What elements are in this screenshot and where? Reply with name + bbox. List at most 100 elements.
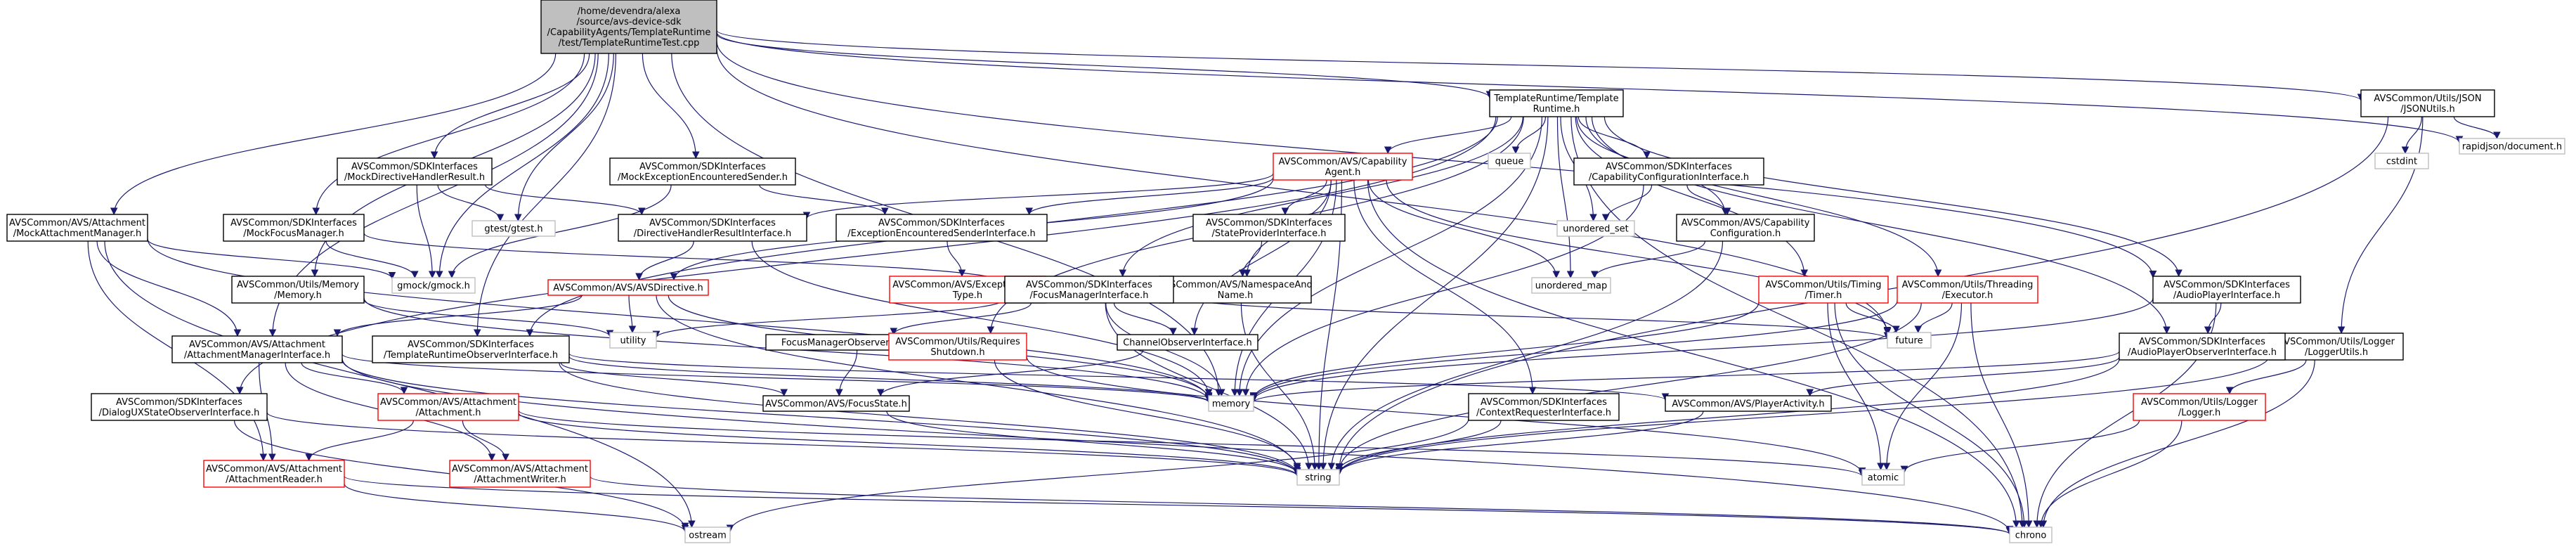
node-attachment[interactable]: AVSCommon/AVS/Attachment/Attachment.h bbox=[377, 393, 519, 421]
node-label-mockExceptionSender-0: AVSCommon/SDKInterfaces bbox=[639, 162, 766, 172]
node-attachmentManagerInterface[interactable]: AVSCommon/AVS/Attachment/AttachmentManag… bbox=[171, 335, 343, 363]
node-stateProviderInterface[interactable]: AVSCommon/SDKInterfaces/StateProviderInt… bbox=[1192, 214, 1346, 242]
node-label-timer-1: /Timer.h bbox=[1805, 290, 1842, 301]
node-box-avsDirective bbox=[547, 279, 709, 296]
node-directiveHandlerResultInterface[interactable]: AVSCommon/SDKInterfaces/DirectiveHandler… bbox=[618, 214, 807, 242]
node-label-contextRequesterInterface-0: AVSCommon/SDKInterfaces bbox=[1481, 397, 1607, 408]
node-label-unorderedMap-0: unordered_map bbox=[1535, 281, 1608, 292]
node-gtest: gtest/gtest.h bbox=[471, 220, 556, 237]
node-channelObserverInterface[interactable]: ChannelObserverInterface.h bbox=[1117, 334, 1258, 351]
node-box-requiresShutdown bbox=[888, 332, 1027, 361]
edge-jsonUtils-to-rapidjson bbox=[2453, 116, 2501, 140]
node-focusManagerInterface[interactable]: AVSCommon/SDKInterfaces/FocusManagerInte… bbox=[1004, 276, 1174, 304]
node-audioPlayerInterface[interactable]: AVSCommon/SDKInterfaces/AudioPlayerInter… bbox=[2152, 276, 2301, 304]
node-label-focusManagerInterface-1: /FocusManagerInterface.h bbox=[1029, 290, 1148, 301]
edge-root-to-mockAttachmentManager bbox=[110, 53, 557, 216]
node-templateRuntime[interactable]: TemplateRuntime/TemplateRuntime.h bbox=[1489, 89, 1624, 117]
node-templateRuntimeObserverInterface[interactable]: AVSCommon/SDKInterfaces/TemplateRuntimeO… bbox=[372, 335, 570, 363]
edge-attachment-to-atomic bbox=[518, 410, 1866, 477]
node-box-focusManagerInterface bbox=[1004, 276, 1174, 304]
node-mockFocusManager[interactable]: AVSCommon/SDKInterfaces/MockFocusManager… bbox=[223, 214, 365, 242]
node-mockExceptionSender[interactable]: AVSCommon/SDKInterfaces/MockExceptionEnc… bbox=[609, 157, 796, 186]
node-box-attachmentWriter bbox=[449, 460, 591, 488]
edge-logger-to-atomic bbox=[1900, 420, 2140, 474]
node-capabilityConfigurationInterface[interactable]: AVSCommon/SDKInterfaces/CapabilityConfig… bbox=[1573, 157, 1764, 186]
edge-capabilityAgent-to-chrono bbox=[1367, 179, 2020, 529]
node-atomic: atomic bbox=[1861, 469, 1905, 486]
node-box-logger bbox=[2133, 393, 2266, 421]
node-timer[interactable]: AVSCommon/Utils/Timing/Timer.h bbox=[1758, 276, 1889, 304]
node-label-capabilityAgent-0: AVSCommon/AVS/Capability bbox=[1279, 157, 1407, 167]
edge-directiveHandlerResultInterface-to-memory bbox=[751, 240, 1213, 397]
node-logger[interactable]: AVSCommon/Utils/Logger/Logger.h bbox=[2133, 393, 2266, 421]
node-box-root bbox=[540, 0, 717, 54]
edge-dialogUXStateObserverInterface-to-string bbox=[266, 412, 1301, 477]
node-label-mockAttachmentManager-0: AVSCommon/AVS/Attachment bbox=[9, 218, 145, 228]
node-label-mockDirectiveHandlerResult-0: AVSCommon/SDKInterfaces bbox=[351, 162, 478, 172]
edge-capabilityAgent-to-exceptionSenderInterface bbox=[1025, 176, 1274, 216]
node-root[interactable]: /home/devendra/alexa/source/avs-device-s… bbox=[540, 0, 717, 54]
edge-loggerUtils-to-string bbox=[1335, 355, 2270, 476]
edge-mockAttachmentManager-to-memory bbox=[147, 238, 1213, 401]
edge-capabilityConfiguration-to-string bbox=[1327, 240, 1724, 471]
edge-mockExceptionSender-to-gmock bbox=[448, 184, 672, 279]
node-label-mockFocusManager-1: /MockFocusManager.h bbox=[243, 228, 344, 239]
edge-utilsMemory-to-utility bbox=[363, 299, 614, 338]
node-label-directiveHandlerResultInterface-0: AVSCommon/SDKInterfaces bbox=[649, 218, 776, 228]
node-box-atomic bbox=[1861, 469, 1905, 486]
node-label-avsDirective-0: AVSCommon/AVS/AVSDirective.h bbox=[553, 283, 703, 294]
edge-attachmentManagerInterface-to-string bbox=[341, 359, 1301, 476]
node-playerActivity[interactable]: AVSCommon/AVS/PlayerActivity.h bbox=[1665, 395, 1832, 412]
node-chrono: chrono bbox=[2009, 527, 2053, 543]
node-label-cstdint-0: cstdint bbox=[2386, 157, 2417, 167]
node-label-audioPlayerObserverInterface-0: AVSCommon/SDKInterfaces bbox=[2139, 337, 2265, 347]
node-label-mockExceptionSender-1: /MockExceptionEncounteredSender.h bbox=[618, 172, 788, 183]
node-utilsMemory[interactable]: AVSCommon/Utils/Memory/Memory.h bbox=[231, 276, 365, 304]
node-label-namespaceAndName-0: AVSCommon/AVS/NamespaceAnd bbox=[1158, 280, 1313, 290]
edge-root-to-rapidjson bbox=[716, 32, 2464, 144]
node-attachmentReader[interactable]: AVSCommon/AVS/Attachment/AttachmentReade… bbox=[203, 460, 345, 488]
edge-timer-to-memory bbox=[1249, 302, 1759, 400]
node-label-requiresShutdown-0: AVSCommon/Utils/Requires bbox=[895, 337, 1020, 347]
node-box-exceptionSenderInterface bbox=[835, 214, 1048, 242]
node-mockDirectiveHandlerResult[interactable]: AVSCommon/SDKInterfaces/MockDirectiveHan… bbox=[337, 157, 493, 186]
node-label-logger-0: AVSCommon/Utils/Logger bbox=[2141, 397, 2258, 408]
node-label-string-0: string bbox=[1305, 473, 1331, 484]
node-box-mockDirectiveHandlerResult bbox=[337, 157, 493, 186]
node-label-attachmentManagerInterface-0: AVSCommon/AVS/Attachment bbox=[189, 340, 325, 350]
node-loggerUtils[interactable]: AVSCommon/Utils/Logger/LoggerUtils.h bbox=[2269, 332, 2404, 361]
edge-timer-to-chrono bbox=[1834, 302, 2029, 529]
node-label-atomic-0: atomic bbox=[1868, 473, 1899, 484]
node-box-utility bbox=[609, 332, 657, 349]
node-exceptionSenderInterface[interactable]: AVSCommon/SDKInterfaces/ExceptionEncount… bbox=[835, 214, 1048, 242]
edge-templateRuntimeObserverInterface-to-playerActivity bbox=[568, 353, 1669, 401]
node-box-ostream bbox=[684, 527, 731, 543]
node-label-memory-0: memory bbox=[1212, 399, 1251, 410]
edge-jsonUtils-to-cstdint bbox=[2401, 116, 2422, 155]
node-contextRequesterInterface[interactable]: AVSCommon/SDKInterfaces/ContextRequester… bbox=[1468, 393, 1620, 421]
node-jsonUtils[interactable]: AVSCommon/Utils/JSON/JSONUtils.h bbox=[2360, 89, 2495, 117]
node-memory: memory bbox=[1208, 395, 1254, 412]
node-capabilityAgent[interactable]: AVSCommon/AVS/CapabilityAgent.h bbox=[1273, 153, 1413, 181]
node-label-audioPlayerObserverInterface-1: /AudioPlayerObserverInterface.h bbox=[2128, 347, 2277, 358]
node-avsDirective[interactable]: AVSCommon/AVS/AVSDirective.h bbox=[547, 279, 709, 296]
node-capabilityConfiguration[interactable]: AVSCommon/AVS/CapabilityConfiguration.h bbox=[1676, 214, 1815, 242]
node-label-future-0: future bbox=[1895, 336, 1923, 347]
edge-templateRuntime-to-executor bbox=[1585, 116, 1942, 278]
node-box-chrono bbox=[2009, 527, 2053, 543]
node-dialogUXStateObserverInterface[interactable]: AVSCommon/SDKInterfaces/DialogUXStateObs… bbox=[91, 393, 268, 421]
node-attachmentWriter[interactable]: AVSCommon/AVS/Attachment/AttachmentWrite… bbox=[449, 460, 591, 488]
edge-attachmentReader-to-ostream bbox=[344, 483, 689, 533]
edge-templateRuntime-to-capabilityAgent bbox=[1384, 116, 1512, 155]
node-label-loggerUtils-1: /LoggerUtils.h bbox=[2305, 347, 2368, 358]
edge-templateRuntimeObserverInterface-to-string bbox=[559, 362, 1301, 475]
node-executor[interactable]: AVSCommon/Utils/Threading/Executor.h bbox=[1897, 276, 2038, 304]
node-focusState[interactable]: AVSCommon/AVS/FocusState.h bbox=[762, 395, 910, 412]
edge-focusManagerInterface-to-utility bbox=[652, 298, 1006, 339]
node-box-loggerUtils bbox=[2269, 332, 2404, 361]
node-mockAttachmentManager[interactable]: AVSCommon/AVS/Attachment/MockAttachmentM… bbox=[6, 214, 148, 242]
node-audioPlayerObserverInterface[interactable]: AVSCommon/SDKInterfaces/AudioPlayerObser… bbox=[2119, 332, 2286, 361]
